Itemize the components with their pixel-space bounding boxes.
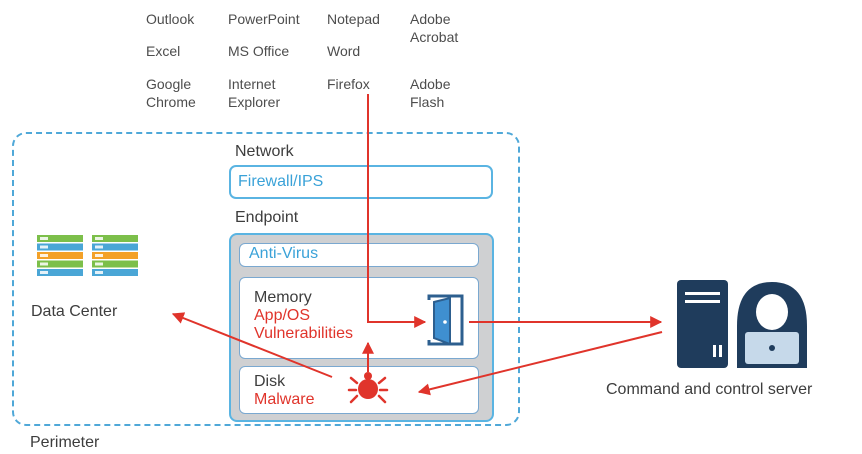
app-label-adobe-acrobat: Adobe Acrobat (410, 11, 459, 45)
data-center-label: Data Center (31, 303, 118, 320)
app-label-outlook: Outlook (146, 11, 195, 27)
payload-arrow (417, 331, 663, 396)
app-label-powerpoint: PowerPoint (228, 11, 300, 27)
disk-label: Disk (254, 373, 286, 390)
arrows (171, 94, 663, 396)
app-label-internet-explorer: Internet Explorer (228, 76, 281, 110)
exploit-arrow (367, 94, 427, 328)
app-label-firefox: Firefox (327, 76, 370, 92)
app-os-label: App/OS (254, 307, 311, 324)
endpoint-label: Endpoint (235, 209, 299, 226)
app-label-word: Word (327, 43, 361, 59)
app-label-notepad: Notepad (327, 11, 380, 27)
perimeter-boundary (12, 132, 520, 426)
firewall-label: Firewall/IPS (238, 173, 324, 190)
app-label-google-chrome: Google Chrome (146, 76, 196, 110)
firewall-box: Firewall/IPS (229, 165, 493, 199)
app-label-ms-office: MS Office (228, 43, 290, 59)
hacker-icon (737, 282, 807, 368)
malware-bug-icon (347, 372, 389, 404)
app-label-adobe-flash: Adobe Flash (410, 76, 451, 110)
command-control-server-label: Command and control server (606, 381, 813, 398)
server-rack-icon (37, 235, 138, 276)
memory-label: Memory (254, 289, 312, 306)
desktop-tower-icon (677, 280, 728, 368)
exfiltration-arrow (171, 312, 333, 378)
open-door-icon (427, 294, 464, 346)
app-label-excel: Excel (146, 43, 181, 59)
perimeter-label: Perimeter (30, 434, 100, 451)
network-label: Network (235, 143, 294, 160)
antivirus-label: Anti-Virus (249, 245, 319, 262)
malware-label: Malware (254, 391, 315, 408)
antivirus-box: Anti-Virus (239, 243, 479, 267)
vulnerabilities-label: Vulnerabilities (254, 325, 354, 342)
